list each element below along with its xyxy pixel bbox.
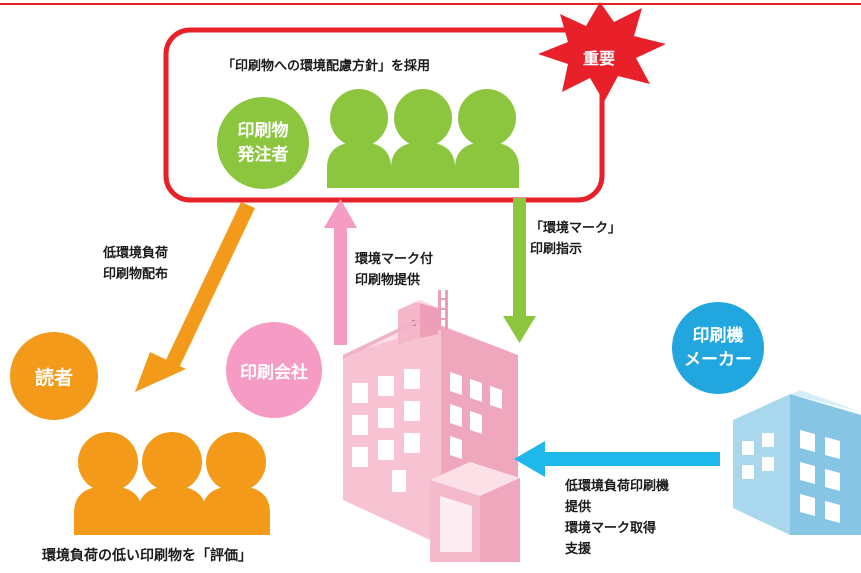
instruction-label-line2: 印刷指示 — [530, 242, 583, 257]
support-label-line4: 支援 — [565, 542, 592, 557]
distribution-arrow — [135, 202, 255, 392]
support-label-line2: 提供 — [565, 500, 592, 515]
important-badge-burst — [538, 2, 666, 102]
important-badge-label: 重要 — [583, 49, 616, 68]
buyer-label-line2: 発注者 — [237, 145, 289, 165]
supply-label-line1: 環境マーク付 — [355, 252, 434, 267]
maker-label-line2: メーカー — [684, 350, 752, 370]
maker-label-line1: 印刷機 — [692, 326, 744, 346]
support-label: 低環境負荷印刷機 提供 環境マーク取得 支援 — [565, 476, 669, 560]
buyer-circle: 印刷物 発注者 — [217, 97, 309, 189]
distribution-label-line1: 低環境負荷 — [103, 246, 169, 261]
distribution-label-line2: 印刷物配布 — [103, 267, 169, 282]
printer-building-illustration — [343, 290, 520, 562]
buyer-people-icon — [327, 89, 519, 188]
support-label-line3: 環境マーク取得 — [565, 521, 657, 536]
buyer-label-line1: 印刷物 — [237, 121, 289, 141]
supply-label-line2: 印刷物提供 — [355, 273, 421, 288]
supply-arrow — [324, 199, 357, 345]
reader-people-icon — [74, 432, 270, 535]
maker-building-illustration — [733, 390, 861, 535]
reader-label: 読者 — [34, 366, 73, 389]
reader-caption: 環境負荷の低い印刷物を「評価」 — [42, 548, 252, 564]
maker-circle: 印刷機 メーカー — [672, 302, 764, 394]
instruction-label: 「環境マーク」 印刷指示 — [530, 218, 621, 260]
printer-label: 印刷会社 — [240, 362, 308, 383]
reader-circle: 読者 — [10, 332, 98, 420]
distribution-label: 低環境負荷 印刷物配布 — [103, 243, 168, 285]
printer-circle: 印刷会社 — [226, 322, 322, 418]
policy-title: 「印刷物への環境配慮方針」を採用 — [222, 59, 431, 74]
instruction-arrow — [503, 198, 536, 343]
support-label-line1: 低環境負荷印刷機 — [565, 479, 670, 494]
instruction-label-line1: 「環境マーク」 — [530, 221, 622, 236]
supply-label: 環境マーク付 印刷物提供 — [355, 249, 433, 291]
support-arrow — [514, 441, 720, 477]
